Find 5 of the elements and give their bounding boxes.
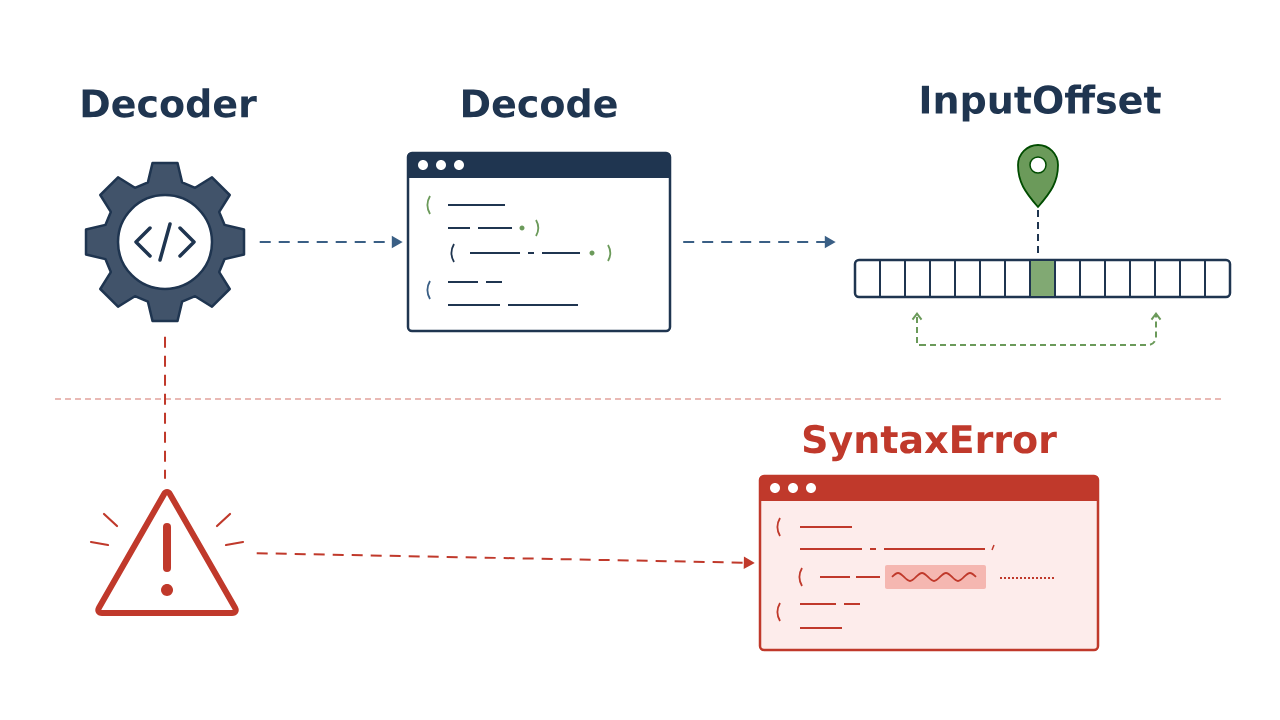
warning-triangle (89, 489, 245, 616)
heading: InputOffset (921, 84, 1161, 122)
heading: Decoder (82, 88, 257, 118)
heading: Decode (463, 88, 617, 118)
heading: SyntaxError (803, 424, 1057, 462)
